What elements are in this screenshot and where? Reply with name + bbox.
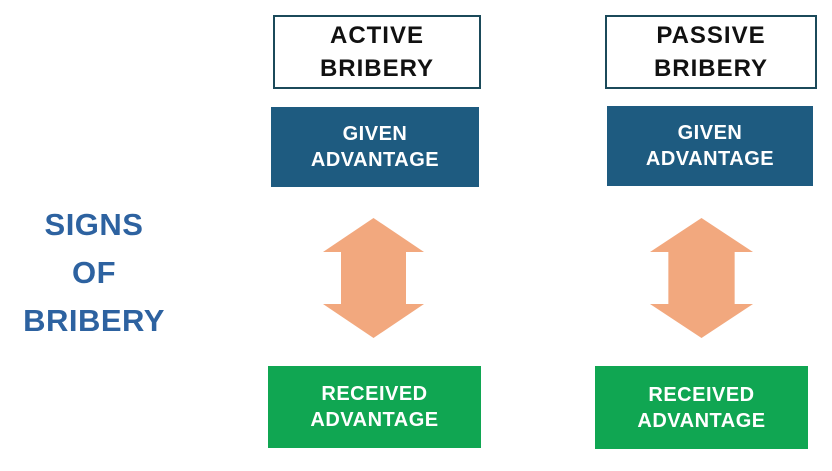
active-received-line-2: ADVANTAGE xyxy=(310,409,439,431)
passive-received-advantage-box: RECEIVED ADVANTAGE xyxy=(595,366,808,449)
active-bribery-header: ACTIVE BRIBERY xyxy=(273,15,481,89)
passive-given-line-1: GIVEN xyxy=(677,122,743,144)
title-line-2: OF xyxy=(71,255,117,290)
title-line-3: BRIBERY xyxy=(23,303,165,338)
passive-received-line-2: ADVANTAGE xyxy=(637,409,766,432)
title-line-1: SIGNS xyxy=(44,207,144,242)
active-received-advantage-box: RECEIVED ADVANTAGE xyxy=(268,366,481,448)
active-given-advantage-box: GIVEN ADVANTAGE xyxy=(271,107,479,187)
passive-header-line-1: PASSIVE xyxy=(656,22,766,49)
passive-given-advantage-box: GIVEN ADVANTAGE xyxy=(607,106,813,186)
exchange-arrow-icon xyxy=(323,218,424,338)
exchange-arrow-icon xyxy=(650,218,753,338)
diagram-title: SIGNS OF BRIBERY xyxy=(8,201,180,345)
active-given-line-1: GIVEN xyxy=(342,123,408,145)
passive-given-line-2: ADVANTAGE xyxy=(645,148,775,170)
active-given-line-2: ADVANTAGE xyxy=(310,149,440,171)
passive-bribery-header: PASSIVE BRIBERY xyxy=(605,15,817,89)
active-header-line-2: BRIBERY xyxy=(319,55,435,82)
active-received-line-1: RECEIVED xyxy=(321,383,428,405)
passive-header-line-2: BRIBERY xyxy=(653,55,769,82)
active-header-line-1: ACTIVE xyxy=(329,22,424,49)
passive-received-line-1: RECEIVED xyxy=(648,383,755,406)
